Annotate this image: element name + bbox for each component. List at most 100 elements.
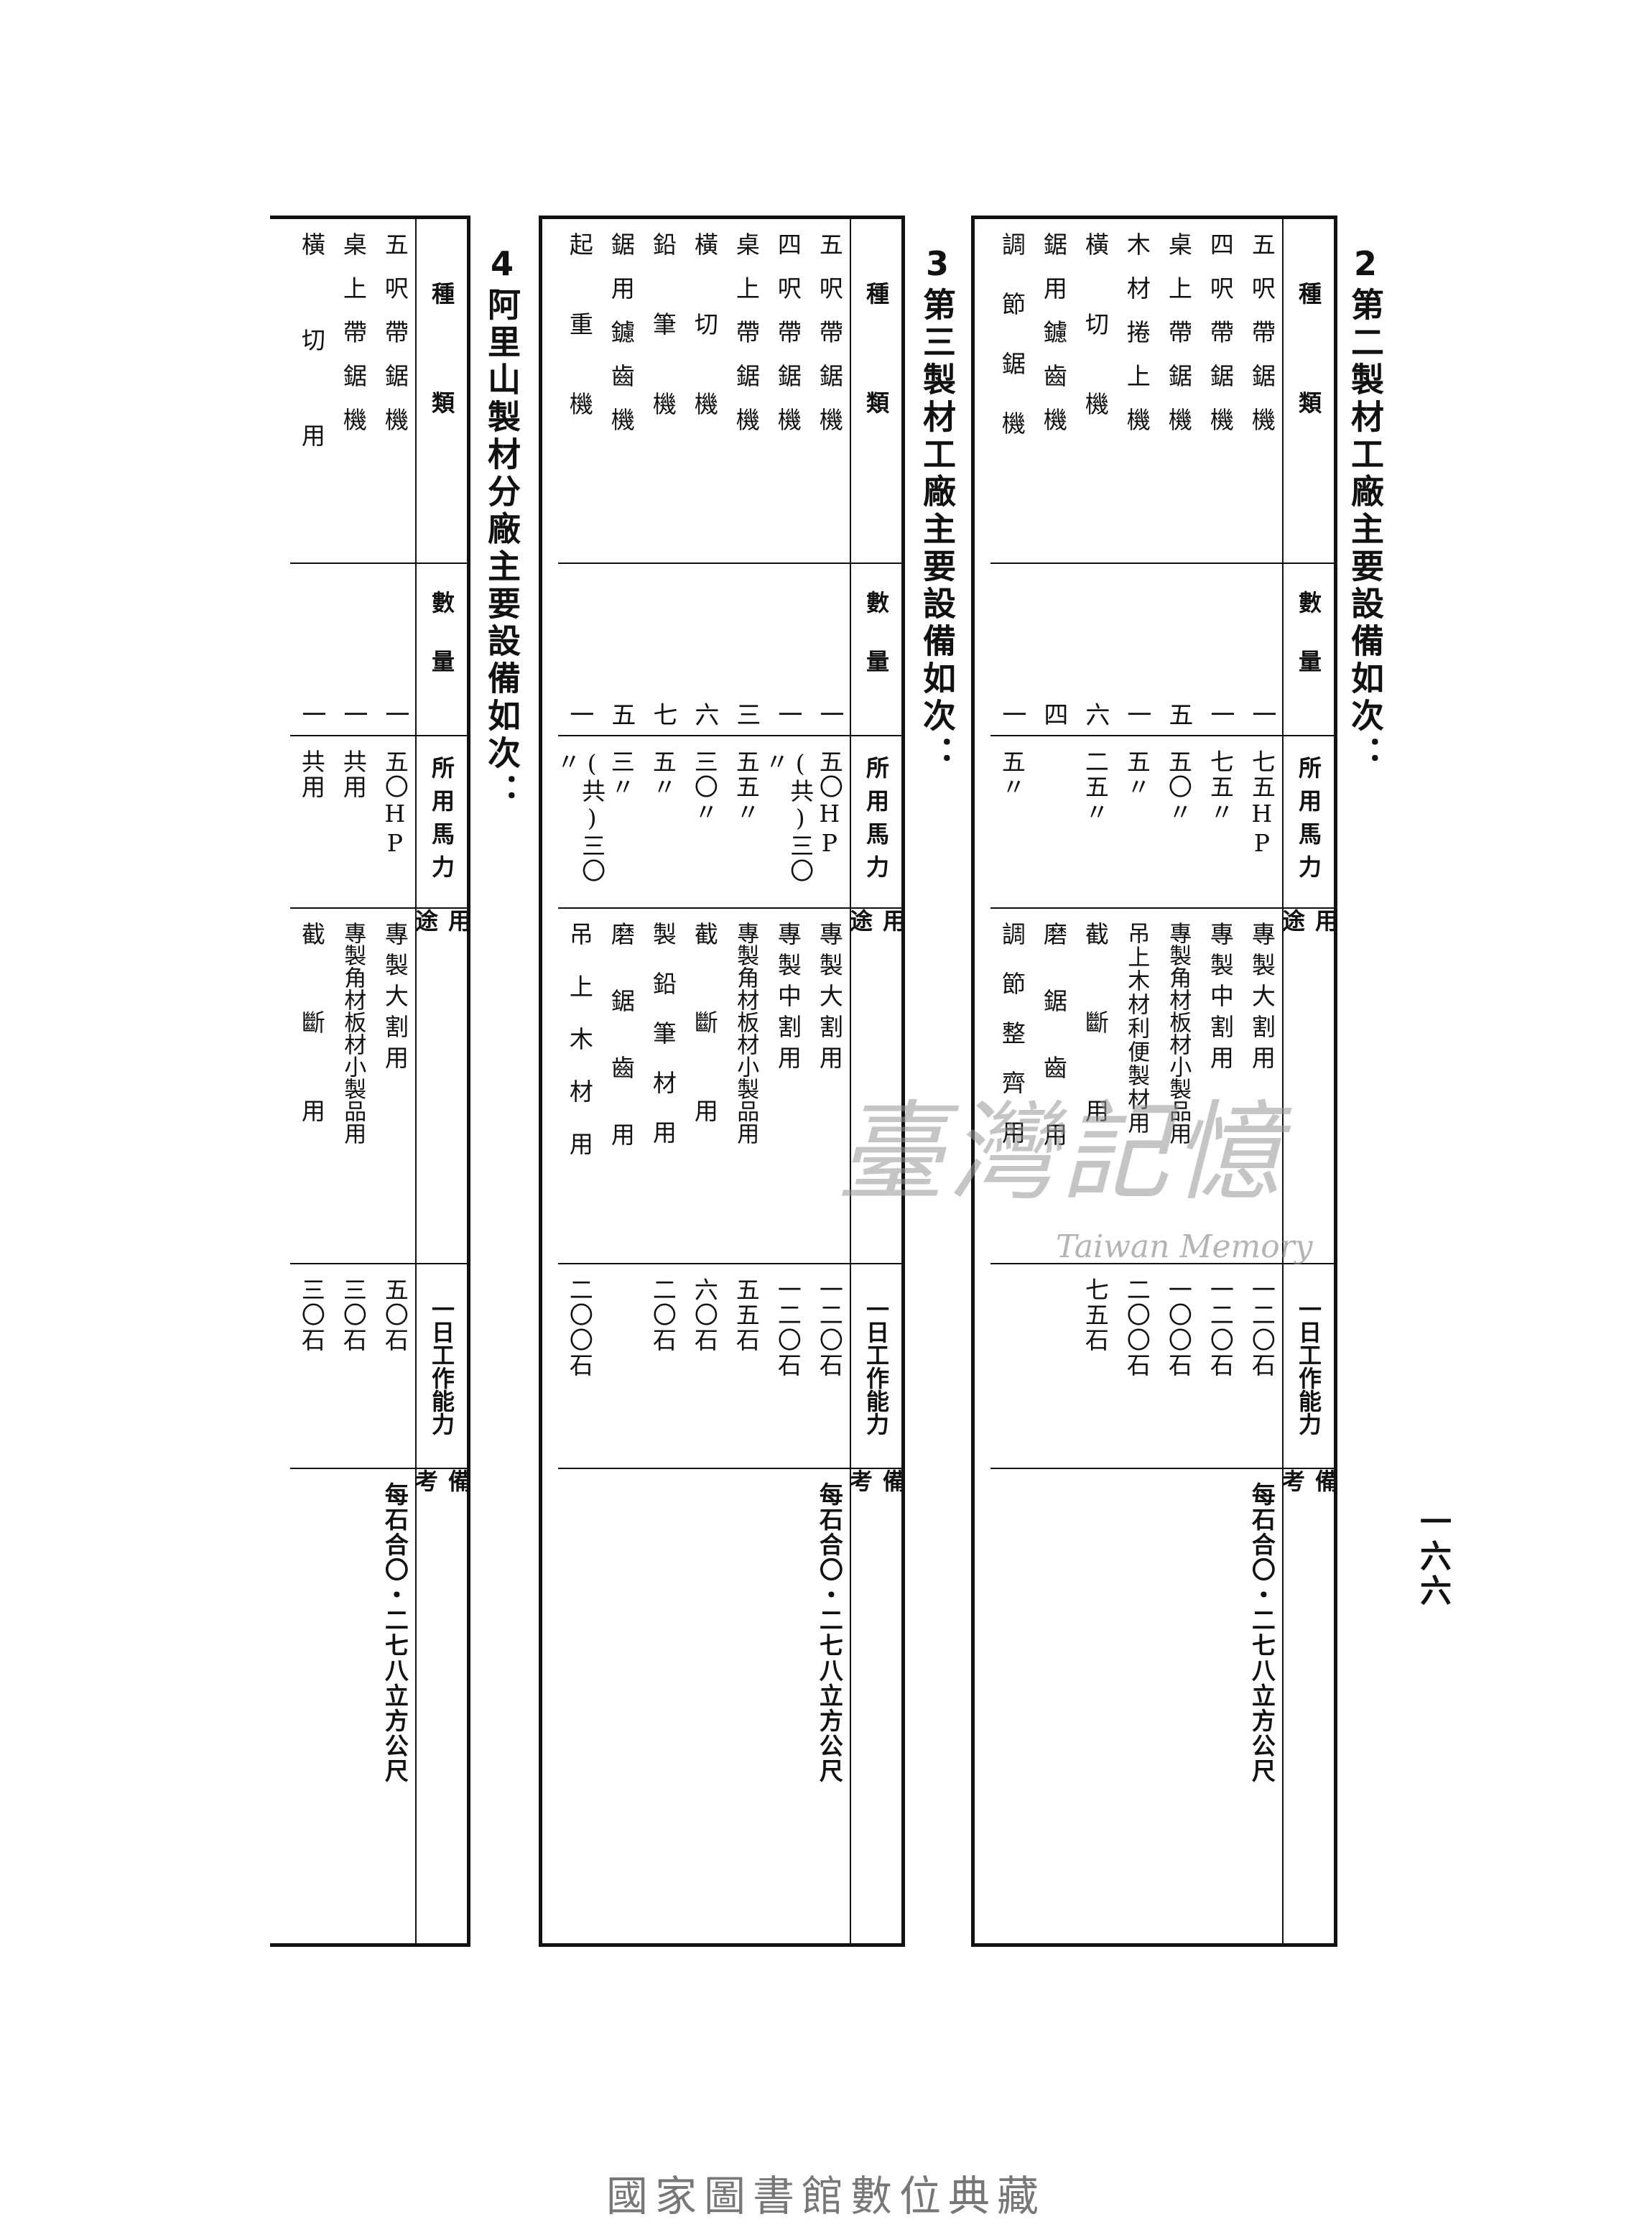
footer-collection-label: 國家圖書館數位典藏: [605, 2172, 1046, 2221]
header-note: 備考: [846, 1469, 906, 1794]
kind-cell: 桌上帶鋸機: [339, 232, 368, 451]
kind-cell: 鉛筆機: [649, 232, 677, 471]
table-row: 橫切用 一 共用 截斷用 三〇石: [290, 219, 332, 1943]
section-title-text: 第三製材工廠主要設備如次：: [918, 287, 957, 773]
capacity-cell: 三〇石: [297, 1277, 326, 1353]
quantity-cell: 七: [648, 702, 677, 726]
horsepower-cell: 五〃: [998, 749, 1026, 800]
section-number: 2: [1346, 244, 1385, 287]
purpose-cell: 磨鋸齒用: [1039, 922, 1068, 1189]
table-row: 四呎帶鋸機 一 七五〃 專製中割用 一二〇石: [1199, 219, 1240, 1943]
kind-cell: 五呎帶鋸機: [1248, 232, 1276, 451]
table-header: 種類 數量 所用馬力 用途 一日工作能力 備考: [846, 219, 906, 1943]
purpose-cell: 專製角材板材小製品用: [733, 922, 759, 1144]
horsepower-cell: 五〇HP: [815, 749, 844, 858]
purpose-cell: 截斷用: [690, 922, 719, 1187]
section-2-title: 2第二製材工廠主要設備如次：: [1346, 244, 1385, 773]
header-capacity: 一日工作能力: [863, 1297, 890, 1435]
horsepower-cell: 七五〃: [1206, 749, 1235, 825]
purpose-cell: 專製角材板材小製品用: [1165, 922, 1192, 1144]
quantity-cell: 一: [773, 702, 802, 726]
capacity-cell: 一〇〇石: [1164, 1277, 1193, 1378]
header-note: 備考: [1279, 1469, 1339, 1794]
header-kind: 種類: [1295, 282, 1322, 500]
horsepower-cell: 五〃: [649, 749, 677, 800]
section-title-text: 阿里山製材分廠主要設備如次：: [483, 287, 521, 810]
quantity-cell: 五: [1164, 702, 1193, 726]
capacity-cell: 一二〇石: [1248, 1277, 1276, 1378]
table-row: 桌上帶鋸機 一 共用 專製角材板材小製品用 三〇石: [332, 219, 373, 1943]
purpose-cell: 截斷用: [297, 922, 326, 1187]
capacity-cell: 六〇石: [690, 1277, 719, 1353]
capacity-cell: 五〇石: [381, 1277, 409, 1353]
horsepower-cell: 七五HP: [1248, 749, 1276, 858]
purpose-cell: 專製角材板材小製品用: [340, 922, 366, 1144]
header-purpose: 用途: [846, 909, 906, 1090]
watermark-logo: 臺灣記憶: [837, 1091, 1286, 1216]
quantity-cell: 四: [1039, 702, 1068, 726]
equipment-table-3: 種類 數量 所用馬力 用途 一日工作能力 備考 五呎帶鋸機 一 五〇HP 專製大…: [539, 216, 906, 1947]
header-quantity: 數量: [1295, 591, 1322, 708]
horsepower-cell: 二五〃: [1081, 749, 1110, 825]
purpose-cell: 截斷用: [1081, 922, 1110, 1187]
section-3-title: 3第三製材工廠主要設備如次：: [918, 244, 957, 773]
header-quantity: 數量: [428, 591, 455, 708]
purpose-cell: 磨鋸齒用: [607, 922, 636, 1189]
capacity-cell: 一二〇石: [815, 1277, 844, 1378]
kind-cell: 桌上帶鋸機: [1164, 232, 1193, 451]
horsepower-cell: 共用: [297, 749, 326, 800]
purpose-cell: 吊上木材用: [565, 922, 594, 1184]
section-number: 3: [918, 244, 957, 287]
purpose-cell: 專製中割用: [774, 922, 802, 1076]
header-purpose: 用途: [412, 909, 472, 1090]
capacity-cell: 一二〇石: [1206, 1277, 1235, 1378]
table-row: 木材捲上機 一 五〃 吊上木材利便製材用 二〇〇石: [1115, 219, 1157, 1943]
note-cell: 每石合〇・二七八立方公尺: [381, 1482, 409, 1784]
capacity-cell: 一二〇石: [774, 1277, 802, 1378]
horsepower-cell: 三〇〃: [690, 749, 719, 825]
header-capacity: 一日工作能力: [428, 1297, 455, 1435]
horsepower-cell: 五五〃: [732, 749, 761, 825]
equipment-table-2: 種類 數量 所用馬力 用途 一日工作能力 備考 五呎帶鋸機 一 七五HP 專製大…: [971, 216, 1339, 1947]
horsepower-cell: 三〃: [607, 749, 636, 800]
kind-cell: 鋸用鑢齒機: [1039, 232, 1068, 451]
table-row: 五呎帶鋸機 一 五〇HP 專製大割用 五〇石 每石合〇・二七八立方公尺: [373, 219, 415, 1943]
kind-cell: 橫切機: [1081, 232, 1110, 471]
table-header: 種類 數量 所用馬力 用途 一日工作能力 備考: [1279, 219, 1339, 1943]
kind-cell: 鋸用鑢齒機: [607, 232, 636, 451]
quantity-cell: 一: [565, 702, 594, 726]
note-cell: 每石合〇・二七八立方公尺: [815, 1482, 844, 1784]
table-row: 五呎帶鋸機 一 五〇HP 專製大割用 一二〇石 每石合〇・二七八立方公尺: [808, 219, 850, 1943]
table-row: 桌上帶鋸機 三 五五〃 專製角材板材小製品用 五五石: [725, 219, 766, 1943]
watermark-subtext: Taiwan Memory: [1056, 1228, 1313, 1265]
page-number: 一六六: [1414, 1505, 1451, 1608]
quantity-cell: 一: [338, 702, 368, 726]
kind-cell: 四呎帶鋸機: [774, 232, 802, 451]
quantity-cell: 一: [815, 702, 844, 726]
purpose-cell: 吊上木材利便製材用: [1123, 922, 1150, 1135]
header-kind: 種類: [863, 282, 890, 500]
purpose-cell: 專製大割用: [381, 922, 409, 1076]
table-row: 橫切機 六 二五〃 截斷用 七五石: [1074, 219, 1115, 1943]
quantity-cell: 一: [380, 702, 409, 726]
table-row: 鋸用鑢齒機 四 磨鋸齒用: [1032, 219, 1074, 1943]
quantity-cell: 一: [1122, 702, 1151, 726]
header-horsepower: 所用馬力: [1295, 756, 1322, 888]
header-purpose: 用途: [1279, 909, 1339, 1090]
kind-cell: 起重機: [565, 232, 594, 471]
capacity-cell: 五五石: [732, 1277, 761, 1353]
capacity-cell: 七五石: [1081, 1277, 1110, 1353]
table-row: 鋸用鑢齒機 五 三〃 磨鋸齒用: [600, 219, 641, 1943]
section-title-text: 第二製材工廠主要設備如次：: [1346, 287, 1385, 773]
kind-cell: 調節鋸機: [998, 232, 1026, 471]
header-capacity: 一日工作能力: [1295, 1297, 1322, 1435]
kind-cell: 橫切機: [690, 232, 719, 471]
quantity-cell: 一: [297, 702, 326, 726]
capacity-cell: 二〇石: [649, 1277, 677, 1353]
purpose-cell: 專製大割用: [1248, 922, 1276, 1076]
kind-cell: 四呎帶鋸機: [1206, 232, 1235, 451]
quantity-cell: 三: [731, 702, 761, 726]
kind-cell: 桌上帶鋸機: [732, 232, 761, 451]
header-horsepower: 所用馬力: [863, 756, 890, 888]
table-row: 鉛筆機 七 五〃 製鉛筆材用 二〇石: [641, 219, 683, 1943]
